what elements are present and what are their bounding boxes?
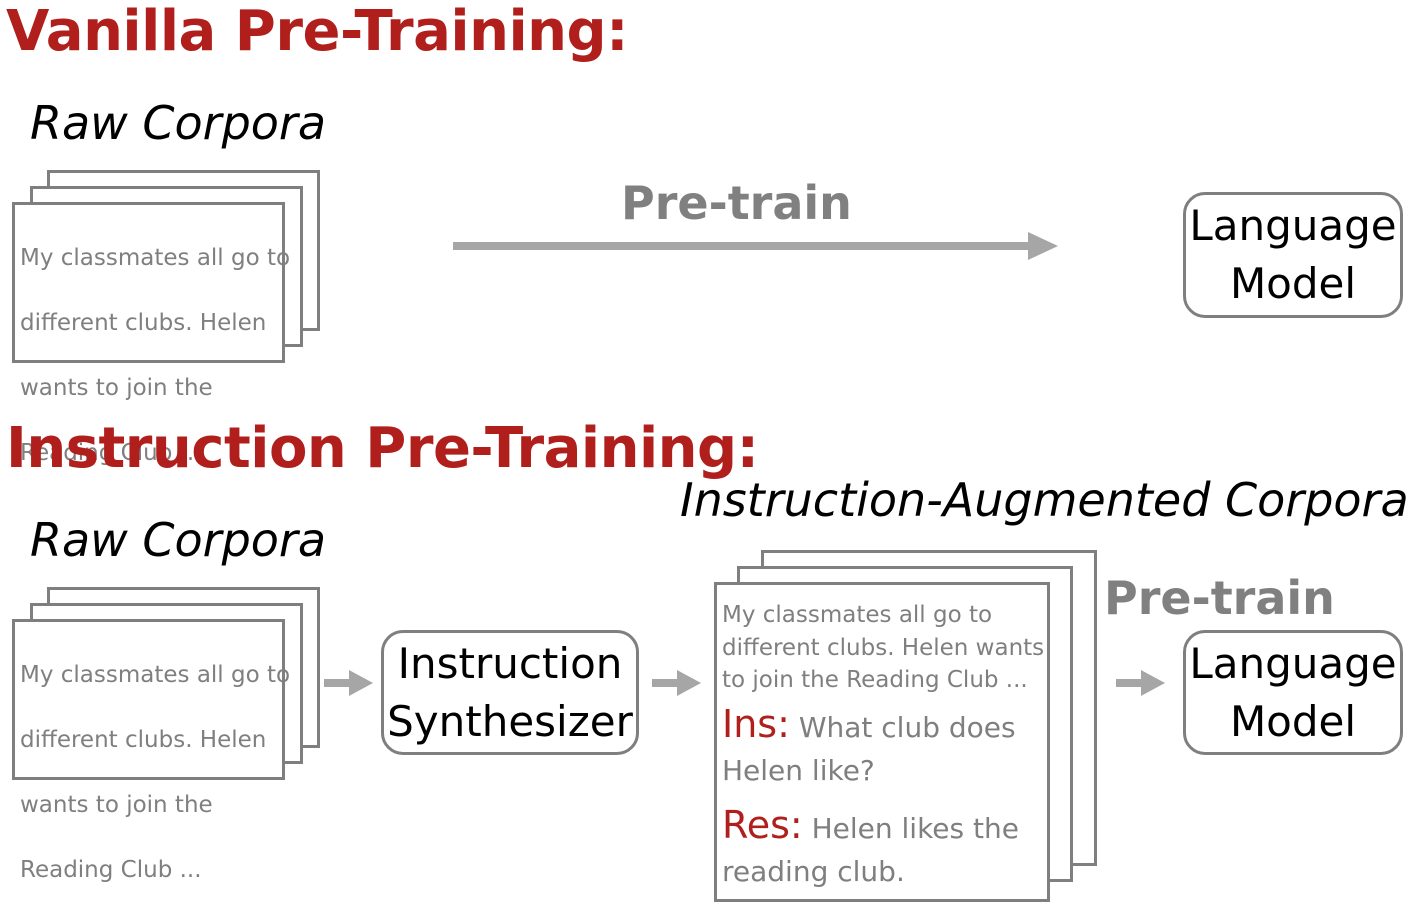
instruction-pretrain-label: Pre-train	[1104, 571, 1335, 625]
doc-line: different clubs. Helen wants	[722, 634, 1045, 661]
vanilla-front-page: My classmates all go to different clubs.…	[12, 202, 291, 466]
lm-line: Language	[1189, 201, 1397, 250]
instruction-title: Instruction Pre-Training:	[6, 416, 759, 481]
augmented-front-page: My classmates all go to different clubs.…	[714, 582, 1050, 902]
instruction-synthesizer-box: Instruction Synthesizer	[381, 630, 639, 755]
doc-line: My classmates all go to	[722, 602, 993, 628]
augmented-raw-text: My classmates all go to different clubs.…	[722, 599, 1047, 697]
vanilla-raw-corpora-label: Raw Corpora	[30, 96, 327, 150]
instruction-pair: Ins: What club does Helen like?	[722, 701, 1047, 792]
instruction-raw-corpora-label: Raw Corpora	[30, 513, 327, 567]
synth-line: Synthesizer	[387, 696, 633, 746]
synth-line: Instruction	[397, 638, 623, 688]
vanilla-pretrain-arrow	[453, 232, 1058, 260]
augmented-to-lm-arrow	[1116, 670, 1165, 696]
lm-line: Model	[1229, 696, 1357, 746]
doc-line: Reading Club ...	[20, 856, 202, 883]
doc-line: different clubs. Helen	[20, 726, 267, 753]
instruction-augmented-corpora-label: Instruction-Augmented Corpora	[680, 473, 1409, 527]
vanilla-title: Vanilla Pre-Training:	[6, 0, 629, 64]
doc-line: to join the Reading Club ...	[722, 667, 1028, 693]
synth-to-augmented-arrow	[652, 670, 701, 696]
doc-line: My classmates all go to	[20, 244, 291, 271]
doc-line: My classmates all go to	[20, 661, 291, 688]
lm-line: Model	[1229, 259, 1357, 308]
raw-to-synth-arrow	[324, 670, 373, 696]
vanilla-pretrain-label: Pre-train	[621, 176, 852, 230]
res-text: Helen likes the	[811, 811, 1019, 845]
instruction-front-page: My classmates all go to different clubs.…	[12, 619, 291, 883]
response-pair: Res: Helen likes the reading club.	[722, 802, 1047, 893]
doc-line: different clubs. Helen	[20, 309, 267, 336]
ins-tag: Ins:	[722, 701, 790, 746]
ins-text: What club does	[798, 710, 1016, 744]
res-text-cont: reading club.	[722, 854, 905, 888]
instruction-language-model-box: Language Model	[1183, 630, 1403, 755]
doc-line: wants to join the	[20, 791, 213, 818]
doc-line: Reading Club ...	[20, 439, 202, 466]
ins-text-cont: Helen like?	[722, 753, 875, 787]
doc-line: wants to join the	[20, 374, 213, 401]
vanilla-language-model-box: Language Model	[1183, 192, 1403, 318]
lm-line: Language	[1189, 638, 1397, 688]
res-tag: Res:	[722, 802, 803, 847]
